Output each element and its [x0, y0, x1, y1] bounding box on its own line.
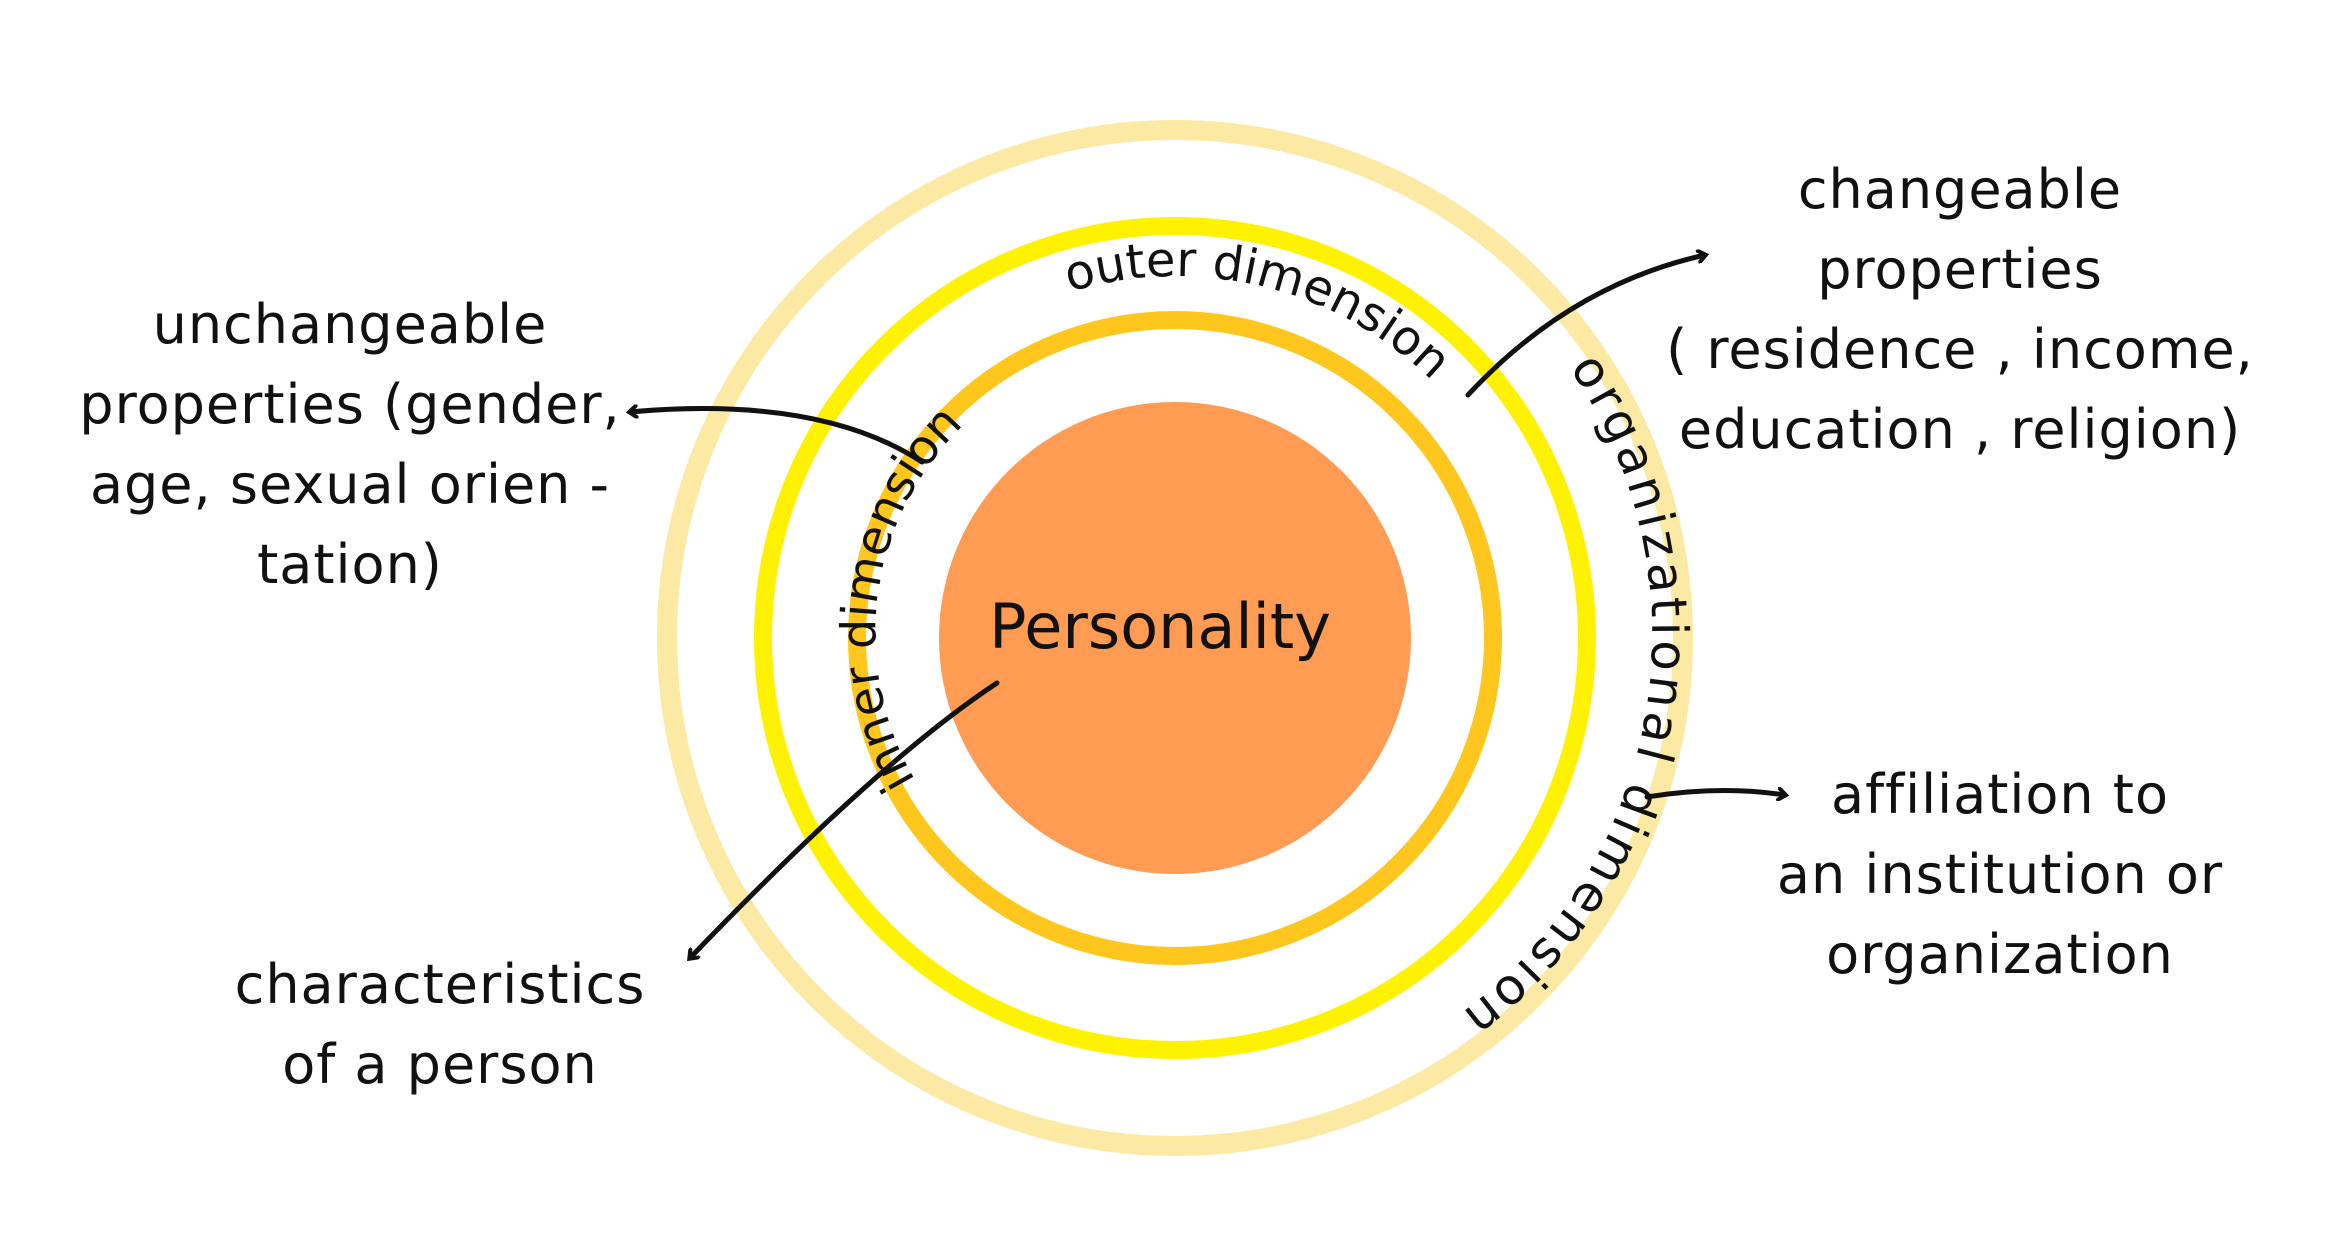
note-line: of a person: [282, 1033, 598, 1096]
changeable-properties-note: changeable properties ( residence , inco…: [1660, 150, 2260, 470]
note-line: changeable: [1797, 158, 2123, 221]
arrow-unchangeable: [630, 409, 925, 465]
note-line: an institution or: [1776, 843, 2224, 906]
note-line: characteristics: [234, 953, 646, 1016]
note-line: ( residence , income,: [1666, 318, 2254, 381]
arrow-changeable: [1465, 255, 1705, 398]
arrow-characteristics: [690, 680, 1000, 958]
affiliation-note: affiliation to an institution or organiz…: [1720, 755, 2280, 995]
note-line: properties (gender,: [79, 373, 621, 436]
inner-ring: [848, 311, 1502, 965]
characteristics-note: characteristics of a person: [200, 945, 680, 1105]
personality-core: [939, 402, 1411, 874]
arrow-affiliation: [1644, 790, 1785, 797]
personality-label: Personality: [989, 590, 1331, 663]
note-line: education , religion): [1678, 398, 2242, 461]
svg-text:outer dimension: outer dimension: [1058, 232, 1462, 390]
organizational-ring: [657, 120, 1693, 1156]
outer-dimension-label: outer dimension: [1058, 232, 1462, 390]
note-line: unchangeable: [152, 293, 548, 356]
outer-ring: [754, 217, 1596, 1059]
note-line: tation): [257, 533, 443, 596]
note-line: age, sexual orien -: [89, 453, 611, 516]
note-line: properties: [1817, 238, 2103, 301]
unchangeable-properties-note: unchangeable properties (gender, age, se…: [70, 285, 630, 605]
note-line: organization: [1826, 923, 2174, 986]
note-line: affiliation to: [1830, 763, 2170, 826]
